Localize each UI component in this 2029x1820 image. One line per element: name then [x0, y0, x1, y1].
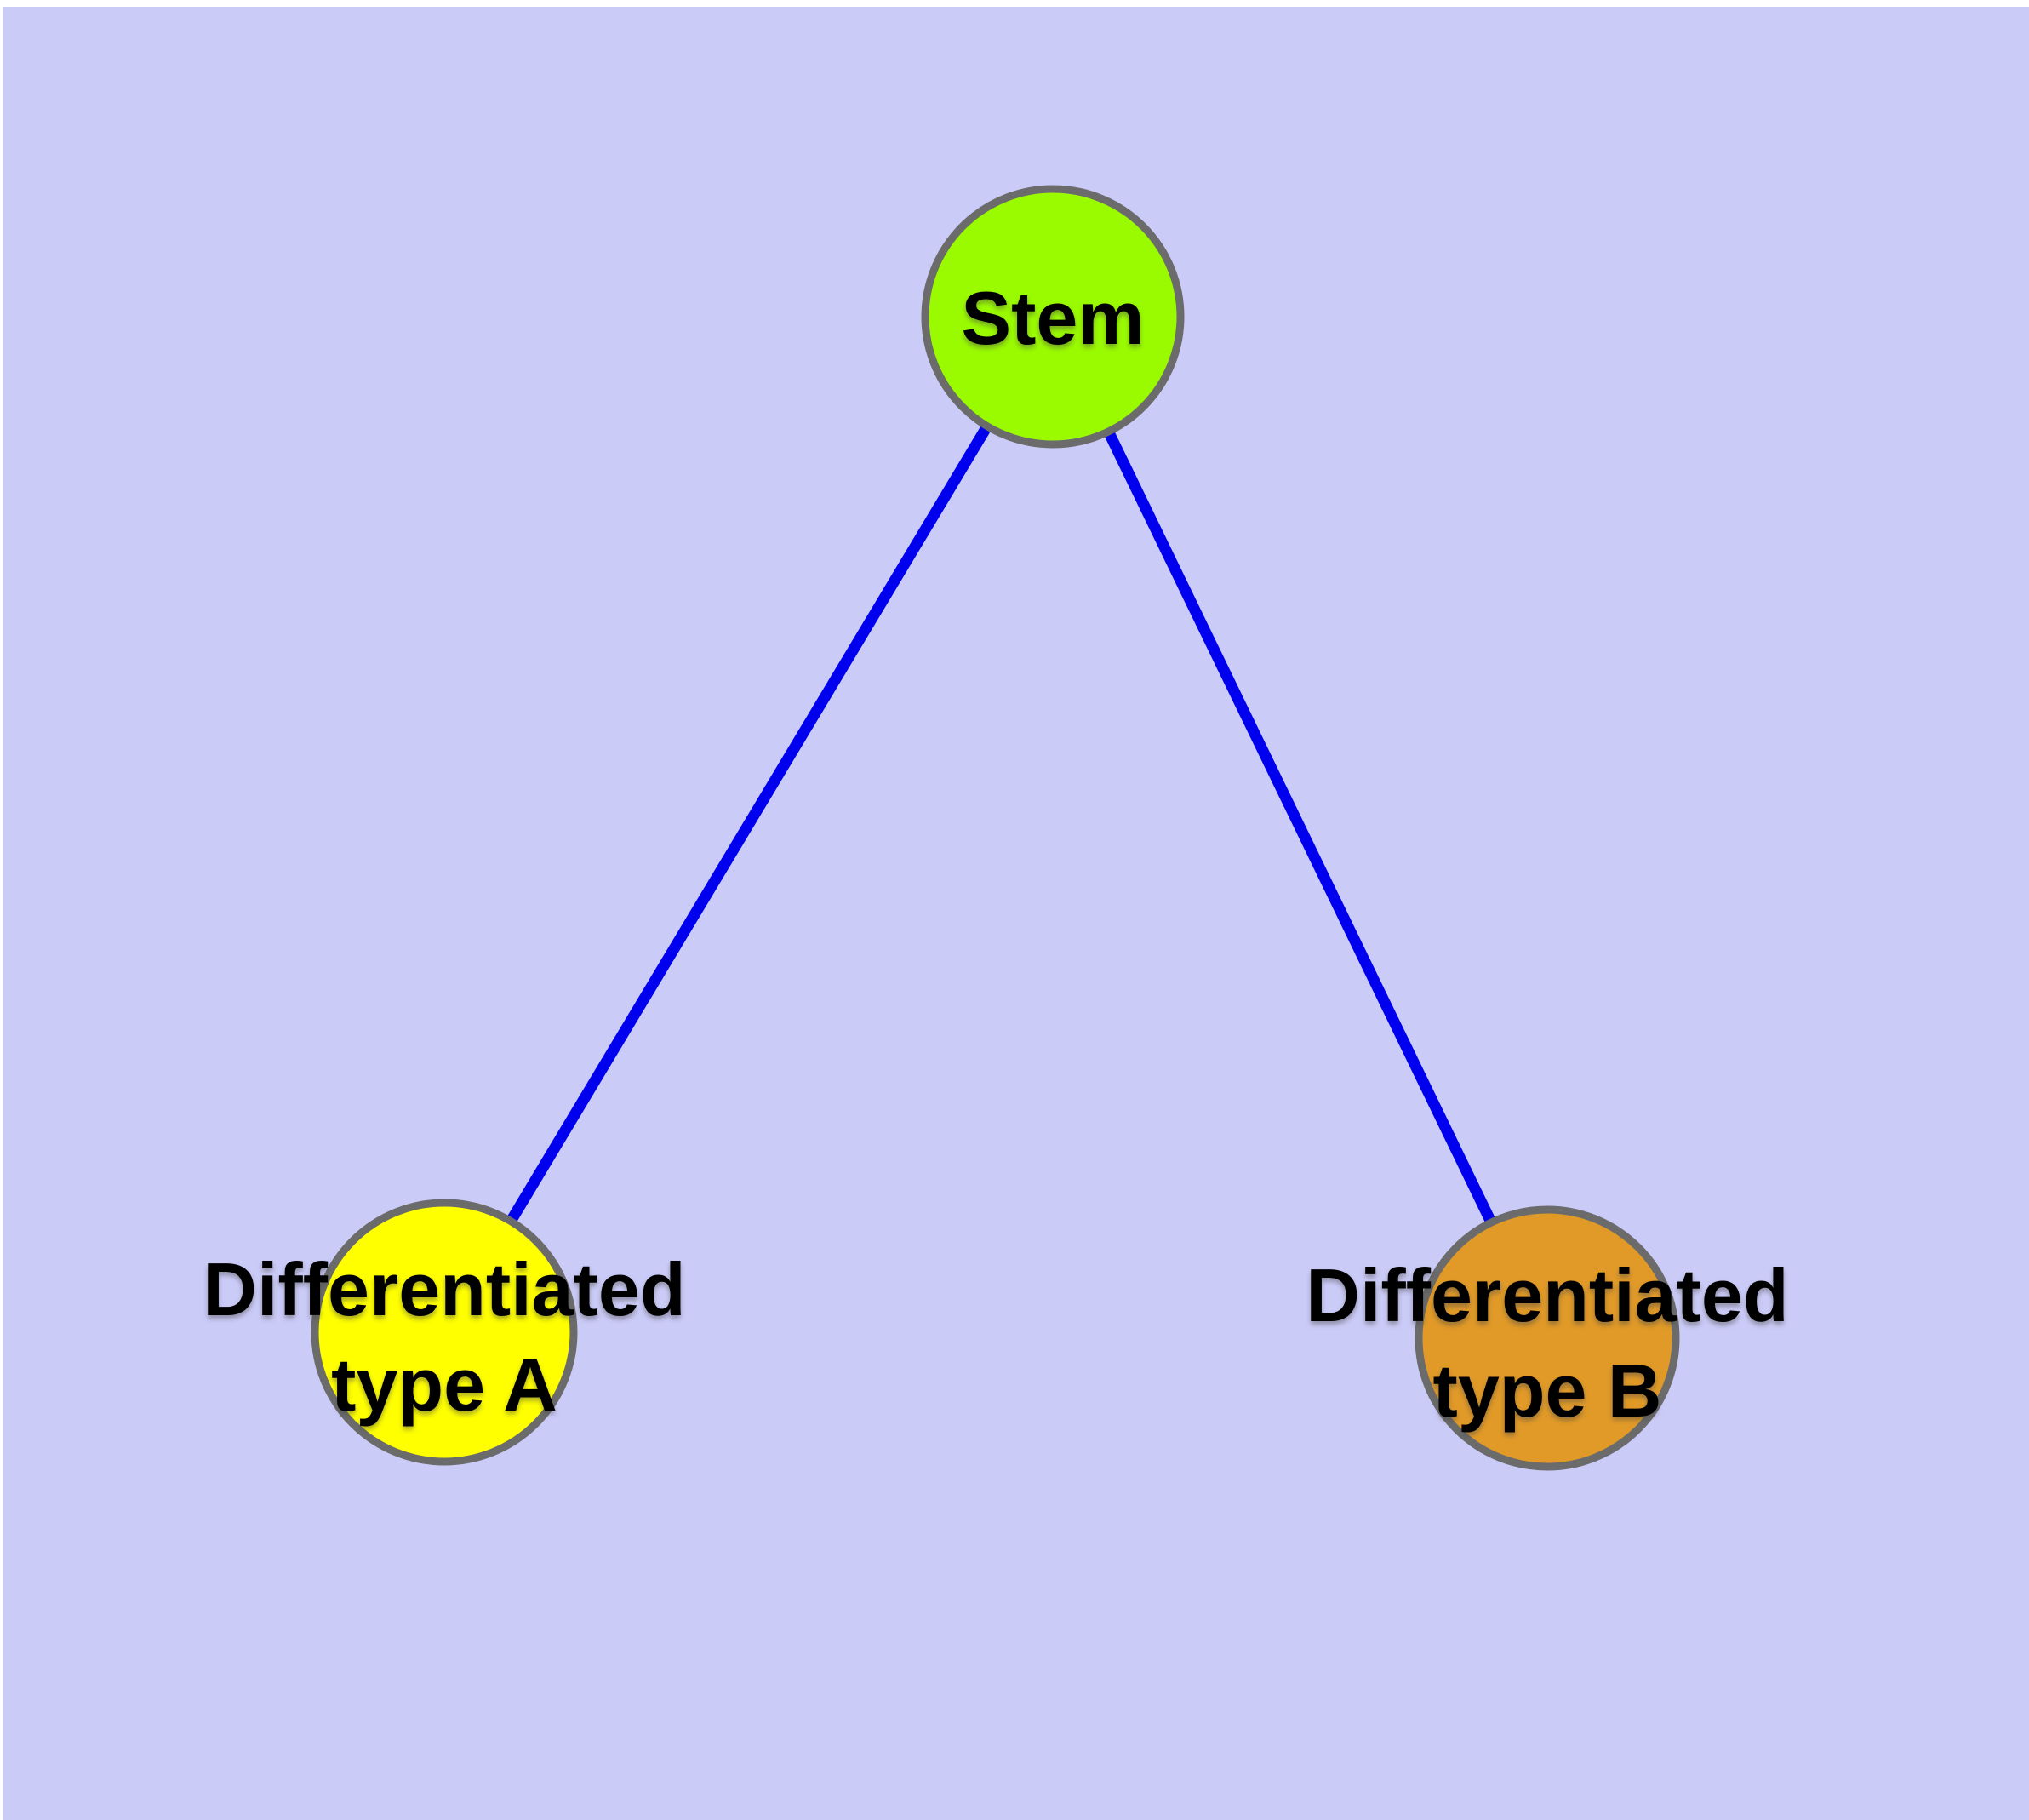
- node-type-a-label-line-1: Differentiated: [203, 1247, 685, 1331]
- edge-stem-to-type-b[interactable]: [1048, 314, 1552, 1341]
- node-stem[interactable]: [921, 185, 1185, 449]
- node-type-b-label-line-2: type B: [1433, 1348, 1662, 1433]
- node-stem-label: Stem: [961, 276, 1144, 360]
- edge-stem-to-type-a[interactable]: [439, 313, 1058, 1336]
- node-differentiated-type-a[interactable]: [311, 1199, 578, 1466]
- node-differentiated-type-b[interactable]: [1415, 1205, 1680, 1471]
- node-type-b-label-line-1: Differentiated: [1306, 1253, 1788, 1337]
- node-type-a-label-line-2: type A: [331, 1342, 557, 1427]
